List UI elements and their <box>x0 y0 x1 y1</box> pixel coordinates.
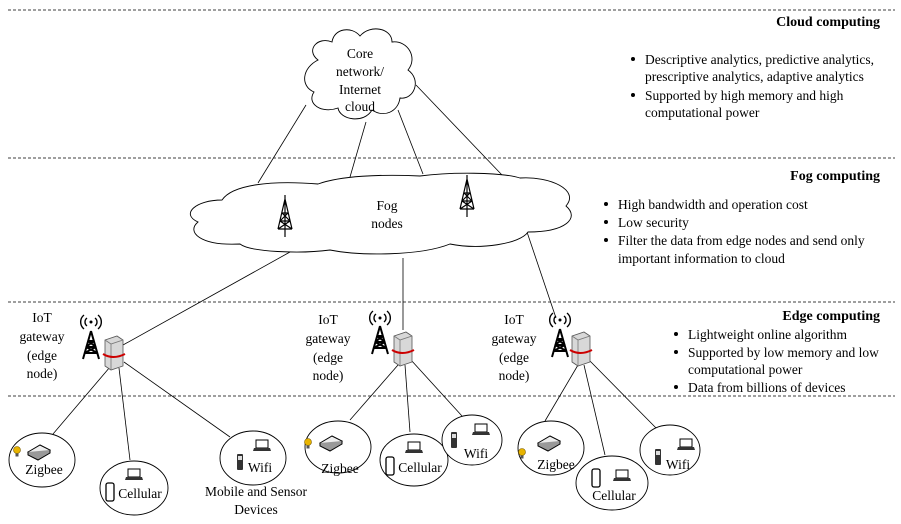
gateway-label: (edge <box>313 350 343 365</box>
antenna-tower-icon <box>371 325 389 355</box>
bullet-text: Descriptive analytics, predictive analyt… <box>645 52 874 67</box>
edge-computing-description: Edge computing Lightweight online algori… <box>674 309 880 395</box>
wireless-signal-icon <box>368 310 392 326</box>
bullet-text: computational power <box>688 362 803 377</box>
fog-cloud-label: nodes <box>371 216 403 231</box>
device-zigbee: Zigbee <box>8 432 76 488</box>
bullet-text: computational power <box>645 105 760 120</box>
core-network-cloud: Core network/ Internet cloud <box>304 28 416 120</box>
connections <box>52 84 661 461</box>
fog-cloud-label: Fog <box>376 198 397 213</box>
bullet-text: Lightweight online algorithm <box>688 327 847 342</box>
device-label: Wifi <box>464 446 488 461</box>
gateway-label: gateway <box>20 329 65 344</box>
fog-computing-description: Fog computing High bandwidth and operati… <box>604 169 880 266</box>
gateway-label: IoT <box>318 312 338 327</box>
gateway-label: (edge <box>27 348 57 363</box>
bullet-text: Filter the data from edge nodes and send… <box>618 233 865 248</box>
device-wifi: Wifi <box>219 430 287 486</box>
gateway-server-icon <box>102 335 126 371</box>
laptop-icon <box>612 469 632 482</box>
mobile-phone-icon <box>237 454 243 470</box>
bullet-text: important information to cloud <box>618 251 785 266</box>
smartphone-icon <box>591 468 601 488</box>
laptop-icon <box>676 438 696 451</box>
gateway-label: IoT <box>504 312 524 327</box>
laptop-icon <box>471 423 491 436</box>
core-cloud-label: Internet <box>339 82 381 97</box>
bullet-text: Supported by low memory and low <box>688 345 879 360</box>
bullet-text: prescriptive analytics, adaptive analyti… <box>645 69 864 84</box>
wireless-signal-icon <box>548 312 572 328</box>
device-cellular: Cellular <box>379 433 449 487</box>
antenna-tower-icon <box>551 328 569 358</box>
device-label: Cellular <box>592 488 636 503</box>
gateway-server-icon <box>569 331 593 367</box>
laptop-icon <box>124 468 144 481</box>
device-label: Zigbee <box>321 461 358 476</box>
smartphone-icon <box>105 482 115 502</box>
device-label: Zigbee <box>25 462 62 477</box>
mobile-phone-icon <box>451 432 457 448</box>
core-cloud-label: cloud <box>345 99 375 114</box>
gateway-label: gateway <box>306 331 351 346</box>
device-zigbee: Zigbee <box>517 420 585 476</box>
device-zigbee: Zigbee <box>304 420 372 476</box>
gateway-label: IoT <box>32 310 52 325</box>
bullet-text: Data from billions of devices <box>688 380 845 395</box>
laptop-icon <box>404 441 424 454</box>
iot-gateway-middle: IoT gateway (edge node) <box>306 310 415 383</box>
core-cloud-label: network/ <box>336 64 384 79</box>
wireless-signal-icon <box>79 314 103 330</box>
gateway-label: node) <box>27 366 58 381</box>
layer-title: Edge computing <box>782 309 880 324</box>
device-label: Cellular <box>118 486 162 501</box>
layer-title: Fog computing <box>790 169 880 184</box>
bullet-text: Supported by high memory and high <box>645 88 844 103</box>
device-label: Wifi <box>666 457 690 472</box>
layer-title: Cloud computing <box>776 15 880 30</box>
fog-nodes-cloud: Fog nodes <box>189 172 572 255</box>
gateway-server-icon <box>391 331 415 367</box>
device-cellular: Cellular <box>575 455 649 511</box>
cloud-computing-description: Cloud computing Descriptive analytics, p… <box>631 15 880 120</box>
core-cloud-label: Core <box>347 46 373 61</box>
antenna-tower-icon <box>82 330 100 360</box>
laptop-icon <box>252 439 272 452</box>
gateway-label: gateway <box>492 331 537 346</box>
device-wifi: Wifi <box>639 424 701 476</box>
gateway-label: node) <box>313 368 344 383</box>
bullet-text: Low security <box>618 215 689 230</box>
gateway-label: (edge <box>499 350 529 365</box>
device-cellular: Cellular <box>99 460 169 516</box>
device-label: Cellular <box>398 460 442 475</box>
device-wifi: Wifi <box>441 414 503 466</box>
iot-gateway-right: IoT gateway (edge node) <box>492 312 593 383</box>
devices-caption: Mobile and Sensor <box>205 484 307 499</box>
gateway-label: node) <box>499 368 530 383</box>
iot-gateway-left: IoT gateway (edge node) <box>20 310 126 381</box>
device-label: Wifi <box>248 460 272 475</box>
device-label: Zigbee <box>537 457 574 472</box>
bullet-text: High bandwidth and operation cost <box>618 197 808 212</box>
devices-caption: Devices <box>234 502 277 517</box>
mobile-phone-icon <box>655 449 661 465</box>
smartphone-icon <box>385 456 395 476</box>
